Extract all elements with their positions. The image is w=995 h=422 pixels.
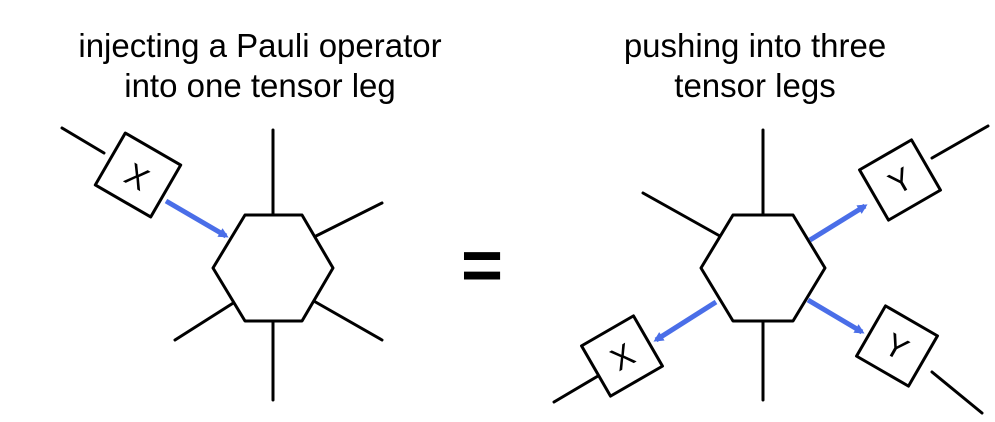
right-leg-lower-left-outer: [552, 374, 600, 404]
right-leg-upper-left: [641, 191, 729, 242]
equals-sign: =: [461, 226, 503, 306]
left-leg-lower-right: [310, 298, 384, 342]
right-arrow-lower-left: [653, 299, 718, 343]
left-leg-upper-right: [310, 201, 384, 240]
left-operator-x: [93, 131, 183, 219]
right-caption-line-1: pushing into three: [623, 27, 887, 64]
right-operator-y-upper: [858, 138, 942, 222]
left-injection-arrow: [164, 198, 229, 239]
left-leg-upper-left-outer: [60, 126, 106, 155]
right-caption: pushing into three tensor legs: [530, 26, 980, 106]
right-caption-line-2: tensor legs: [674, 67, 836, 104]
right-arrow-upper-right: [808, 203, 868, 243]
left-tensor-group: [60, 126, 384, 402]
left-caption: injecting a Pauli operator into one tens…: [20, 26, 500, 106]
right-leg-lower-right-outer: [930, 370, 984, 415]
right-operator-y-lower: [855, 304, 939, 388]
left-leg-lower-left: [173, 298, 240, 342]
left-caption-line-2: into one tensor leg: [124, 67, 396, 104]
right-leg-upper-right-outer: [930, 124, 990, 160]
right-tensor-group: [552, 124, 990, 415]
right-operator-x-lower-left: [580, 314, 664, 398]
right-tensor-hexagon: [699, 213, 827, 323]
right-arrow-lower-right: [806, 297, 865, 335]
left-caption-line-1: injecting a Pauli operator: [78, 27, 442, 64]
left-tensor-hexagon: [211, 213, 335, 323]
